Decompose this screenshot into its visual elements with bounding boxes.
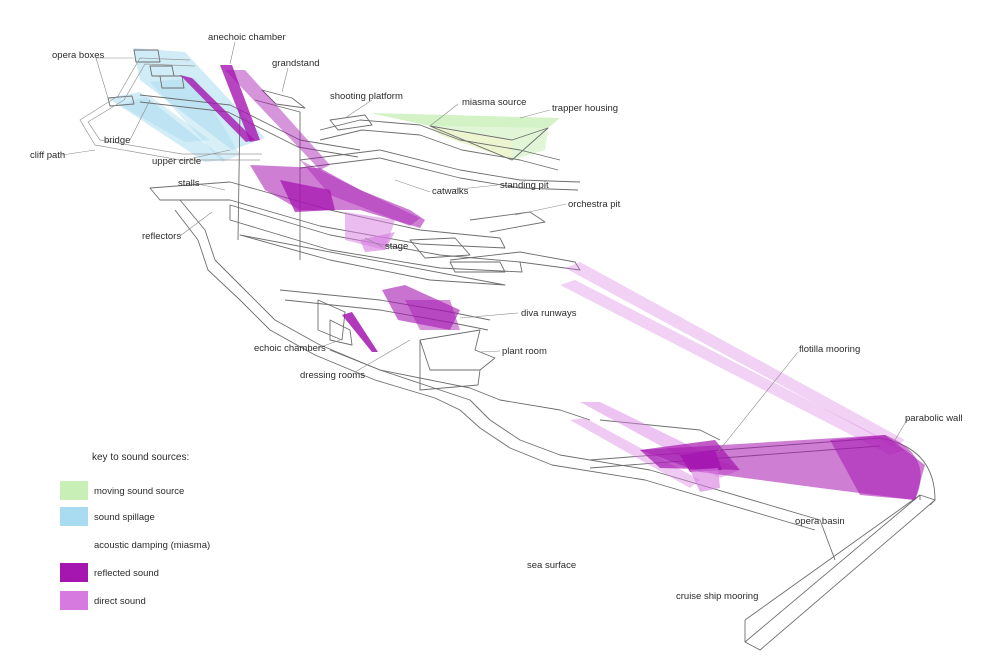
label-echoic-chambers: echoic chambers — [254, 343, 326, 354]
label-standing-pit: standing pit — [500, 180, 549, 191]
label-trapper-housing: trapper housing — [552, 103, 618, 114]
key-label-reflected-sound: reflected sound — [94, 568, 159, 579]
key-swatch-direct-sound — [60, 591, 88, 610]
moving-sound-plume — [370, 113, 560, 161]
label-opera-boxes: opera boxes — [52, 50, 105, 61]
label-orchestra-pit: orchestra pit — [568, 199, 621, 210]
label-cliff-path: cliff path — [30, 150, 65, 161]
label-sea-surface: sea surface — [527, 560, 576, 571]
label-cruise-ship-mooring: cruise ship mooring — [676, 591, 758, 602]
label-grandstand: grandstand — [272, 58, 320, 69]
leader-lines — [61, 41, 909, 453]
key-swatch-moving-sound-source — [60, 481, 88, 500]
label-diva-runways: diva runways — [521, 308, 577, 319]
key-swatch-sound-spillage — [60, 507, 88, 526]
label-catwalks: catwalks — [432, 186, 469, 197]
labels: opera boxes anechoic chamber grandstand … — [30, 32, 963, 602]
label-reflectors: reflectors — [142, 231, 181, 242]
label-opera-basin: opera basin — [795, 516, 845, 527]
label-shooting-platform: shooting platform — [330, 91, 403, 102]
label-bridge: bridge — [104, 135, 130, 146]
key-label-acoustic-damping: acoustic damping (miasma) — [94, 540, 210, 551]
key-label-direct-sound: direct sound — [94, 596, 146, 607]
label-anechoic-chamber: anechoic chamber — [208, 32, 286, 43]
key-label-moving-sound-source: moving sound source — [94, 486, 184, 497]
reflected-sound-zones — [180, 65, 925, 500]
label-plant-room: plant room — [502, 346, 547, 357]
key-legend: key to sound sources: moving sound sourc… — [60, 452, 210, 610]
key-title: key to sound sources: — [92, 452, 189, 463]
label-stage: stage — [385, 241, 408, 252]
key-swatch-reflected-sound — [60, 563, 88, 582]
label-miasma-source: miasma source — [462, 97, 526, 108]
key-label-sound-spillage: sound spillage — [94, 512, 155, 523]
label-flotilla-mooring: flotilla mooring — [799, 344, 860, 355]
label-upper-circle: upper circle — [152, 156, 201, 167]
label-dressing-rooms: dressing rooms — [300, 370, 365, 381]
label-parabolic-wall: parabolic wall — [905, 413, 963, 424]
label-stalls: stalls — [178, 178, 200, 189]
